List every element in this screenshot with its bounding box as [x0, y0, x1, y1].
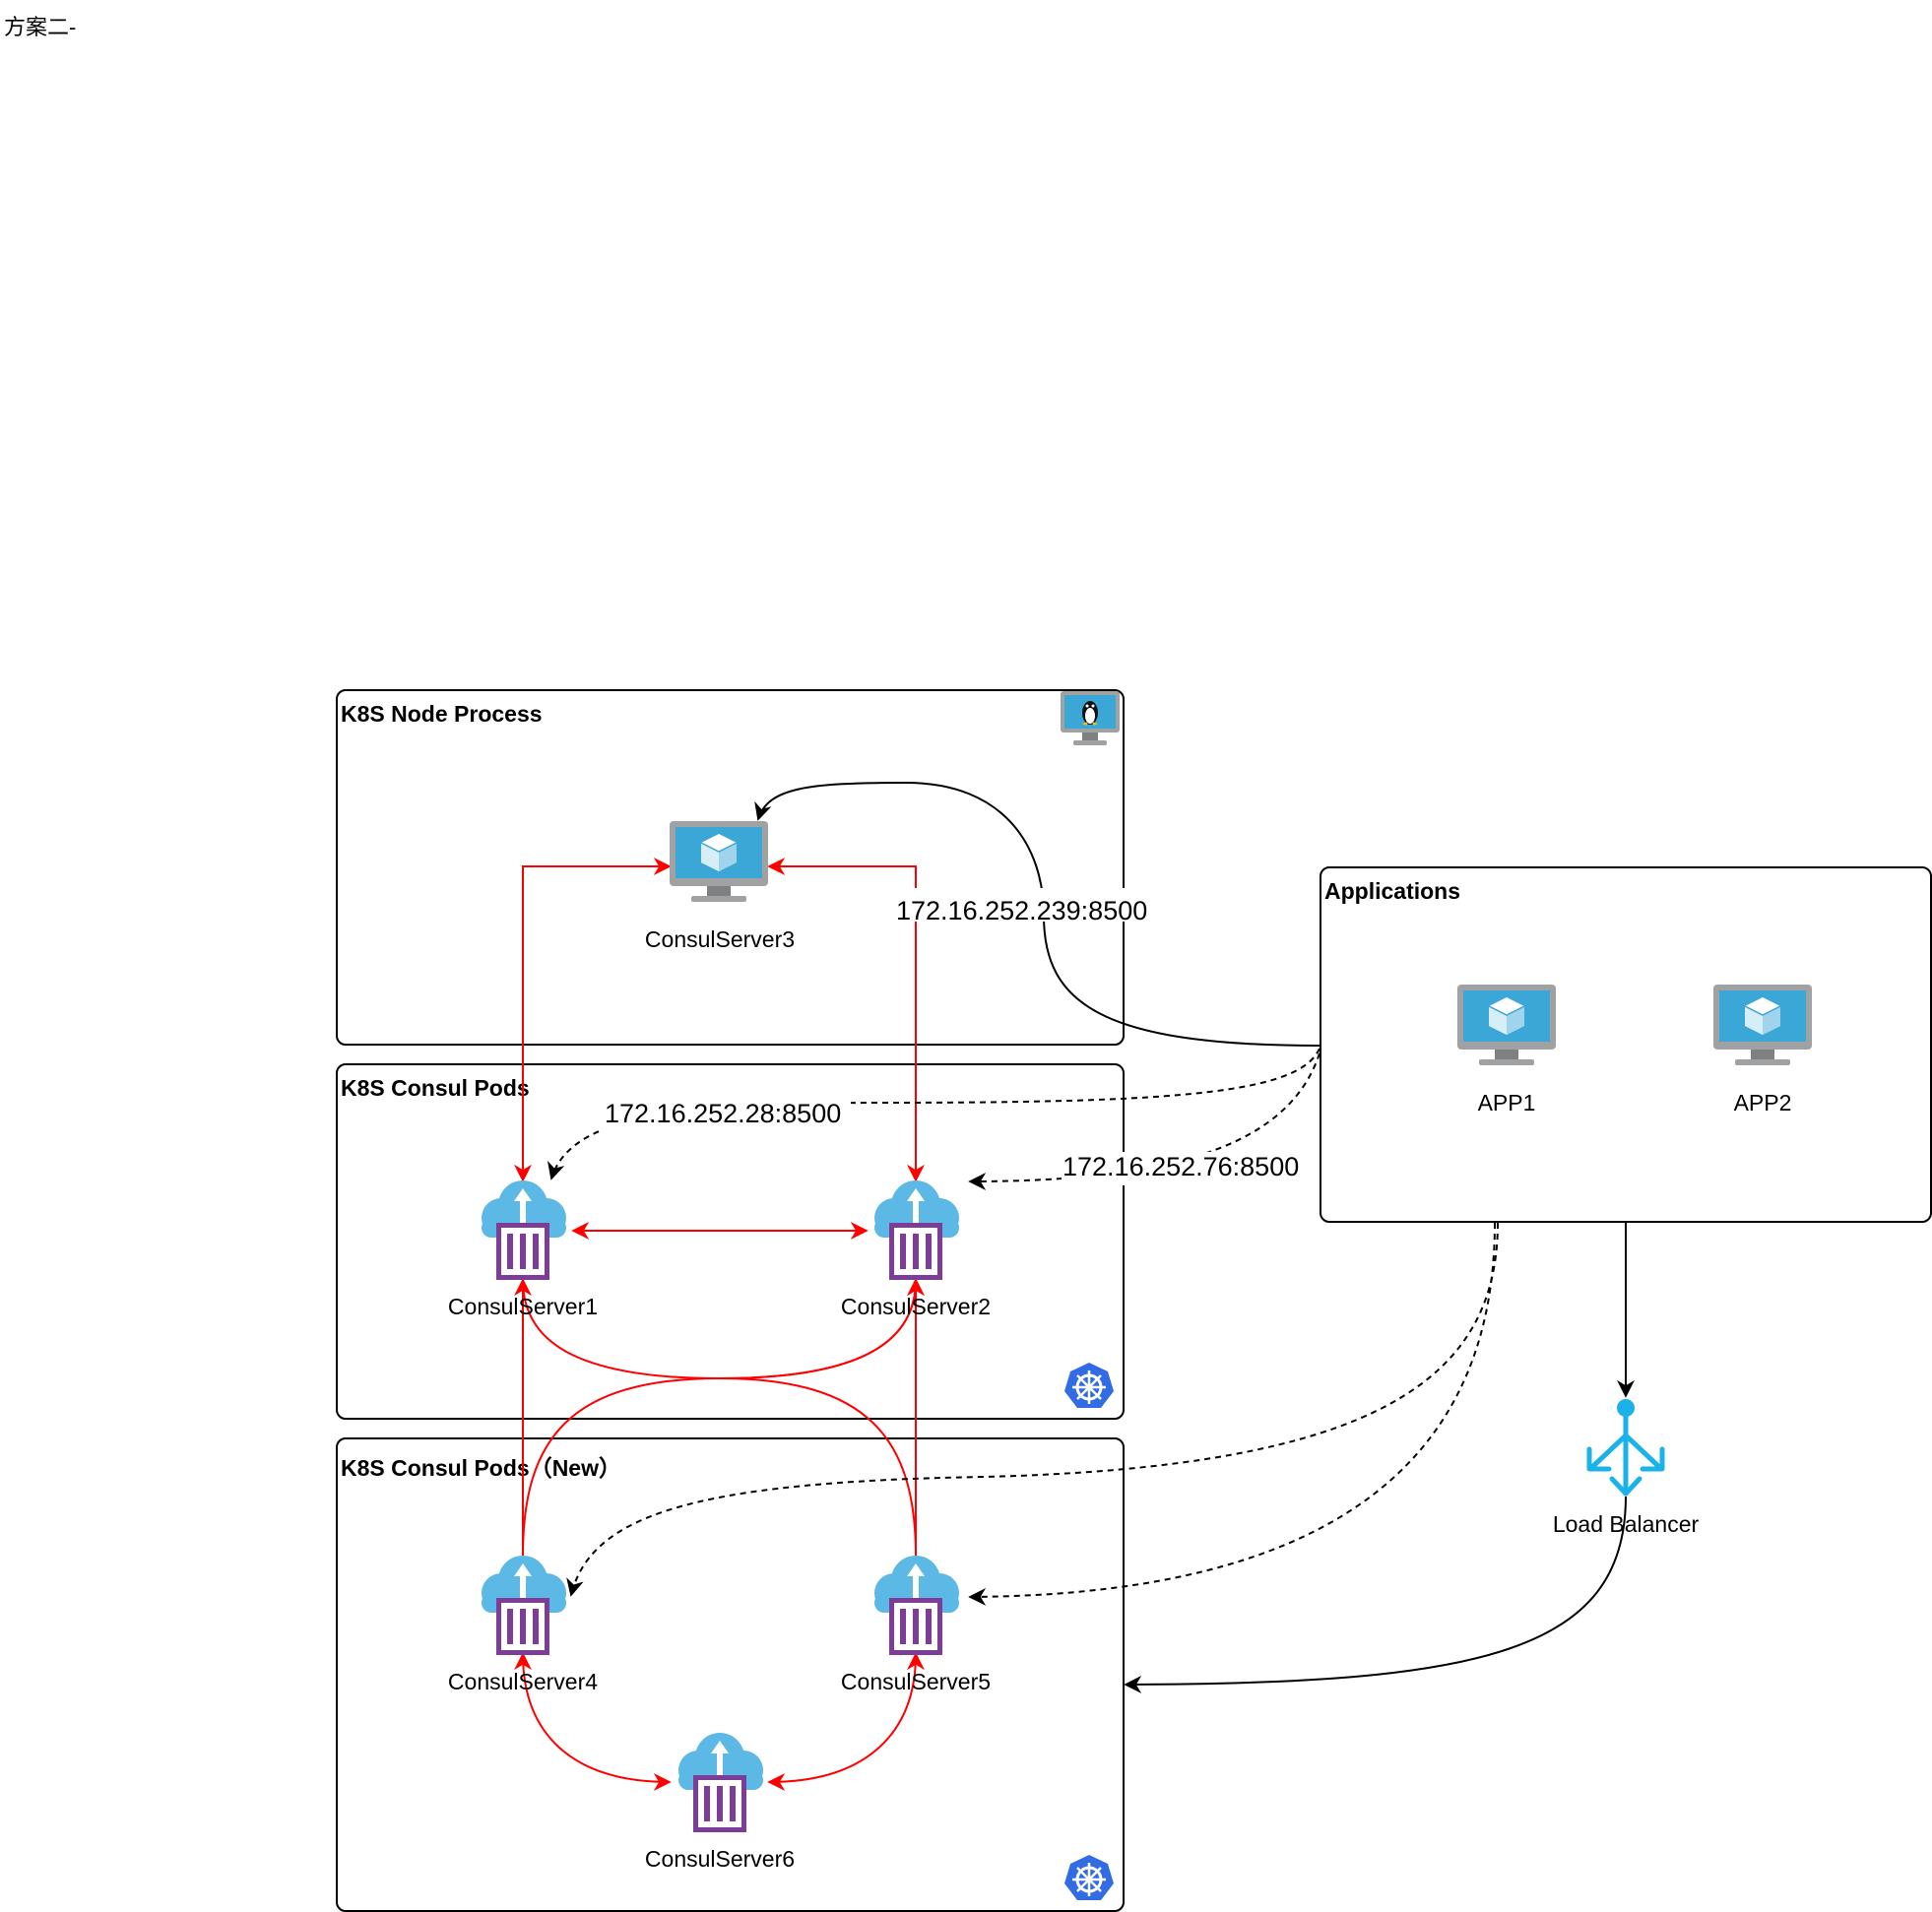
node-consul-server3[interactable]: ConsulServer3	[645, 820, 795, 952]
edge-label-server2: 172.16.252.76:8500	[1063, 1152, 1299, 1181]
node-label: ConsulServer5	[841, 1669, 991, 1694]
node-label: ConsulServer4	[448, 1669, 598, 1694]
group-applications[interactable]: Applications	[1320, 866, 1932, 1223]
node-label: APP1	[1478, 1090, 1536, 1115]
link-server1-server3[interactable]	[514, 858, 672, 1182]
node-label: APP2	[1734, 1090, 1792, 1115]
link-server4-server6[interactable]	[514, 1652, 672, 1791]
node-label: Load Balancer	[1553, 1511, 1700, 1537]
page-title: 方案二-	[4, 15, 77, 39]
kubernetes-icon	[1063, 1853, 1116, 1902]
node-consul-server1[interactable]: ConsulServer1	[448, 1180, 598, 1319]
vm-icon	[1712, 984, 1813, 1066]
group-k8s-consul-pods-new[interactable]: K8S Consul Pods（New）	[336, 1437, 1125, 1912]
node-label: ConsulServer3	[645, 926, 795, 952]
link-server5-server6[interactable]	[767, 1652, 925, 1791]
node-consul-server4[interactable]: ConsulServer4	[448, 1556, 598, 1694]
container-cloud-icon	[678, 1733, 763, 1832]
link-loadbalancer-newpods[interactable]	[1124, 1496, 1627, 1693]
node-app1[interactable]: APP1	[1456, 984, 1557, 1115]
node-load-balancer[interactable]: Load Balancer	[1553, 1399, 1700, 1537]
linux-vm-icon	[1061, 691, 1120, 745]
node-label: ConsulServer1	[448, 1294, 598, 1319]
container-cloud-icon	[482, 1556, 566, 1655]
link-apps-server2[interactable]	[968, 1052, 1320, 1190]
link-server5-server1[interactable]	[719, 1377, 917, 1557]
edge-label-server3: 172.16.252.239:8500	[896, 896, 1147, 925]
container-cloud-icon	[874, 1180, 959, 1280]
link-server2-server3[interactable]	[767, 858, 925, 1182]
group-title: K8S Consul Pods（New）	[341, 1455, 621, 1481]
node-label: ConsulServer2	[841, 1294, 991, 1319]
container-cloud-icon	[482, 1180, 566, 1280]
node-consul-server6[interactable]: ConsulServer6	[645, 1733, 795, 1872]
link-apps-server5[interactable]	[968, 1222, 1496, 1606]
vm-icon	[1456, 984, 1557, 1066]
edge-label-server1: 172.16.252.28:8500	[605, 1099, 841, 1128]
node-label: ConsulServer6	[645, 1846, 795, 1872]
group-title: K8S Consul Pods	[341, 1075, 530, 1101]
node-consul-server5[interactable]: ConsulServer5	[841, 1556, 991, 1694]
group-title: Applications	[1324, 878, 1461, 904]
node-consul-server2[interactable]: ConsulServer2	[841, 1180, 991, 1319]
group-title: K8S Node Process	[341, 701, 543, 727]
vm-icon	[669, 820, 769, 903]
node-app2[interactable]: APP2	[1712, 984, 1813, 1115]
link-apps-server3[interactable]	[754, 781, 1320, 1047]
kubernetes-icon	[1063, 1361, 1116, 1410]
load-balancer-icon	[1586, 1399, 1665, 1497]
link-server4-server2-arc[interactable]	[522, 1278, 925, 1557]
container-cloud-icon	[874, 1556, 959, 1655]
link-apps-server4[interactable]	[566, 1222, 1499, 1597]
